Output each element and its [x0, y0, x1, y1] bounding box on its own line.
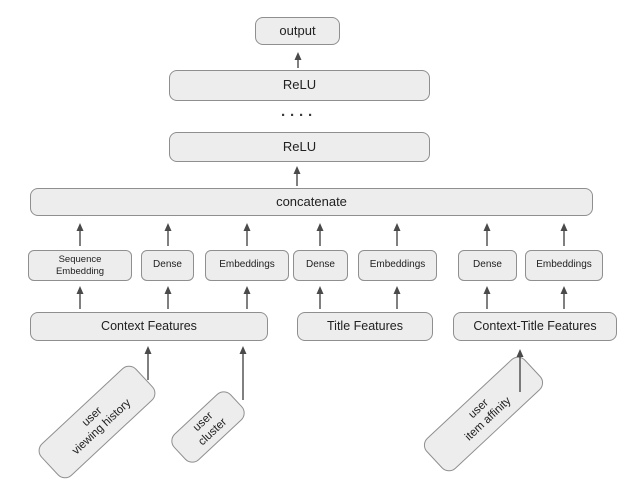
dense-node-context-title: Dense: [458, 250, 517, 281]
context-features-node: Context Features: [30, 312, 268, 341]
up-arrow: [316, 223, 324, 246]
user-item-affinity-node: user item affinity: [419, 352, 548, 476]
relu-lower-node: ReLU: [169, 132, 430, 162]
embeddings-node-context: Embeddings: [205, 250, 289, 281]
up-arrow: [164, 223, 172, 246]
up-arrow: [393, 223, 401, 246]
up-arrow: [393, 286, 401, 309]
up-arrow: [76, 223, 84, 246]
up-arrow: [560, 286, 568, 309]
up-arrow: [239, 346, 247, 400]
sequence-embedding-node: Sequence Embedding: [28, 250, 132, 281]
embeddings-node-context-title: Embeddings: [525, 250, 603, 281]
embeddings-node-title: Embeddings: [358, 250, 437, 281]
up-arrow: [560, 223, 568, 246]
up-arrow: [76, 286, 84, 309]
up-arrow: [483, 223, 491, 246]
up-arrow: [243, 286, 251, 309]
title-features-node: Title Features: [297, 312, 433, 341]
up-arrow: [164, 286, 172, 309]
relu-upper-node: ReLU: [169, 70, 430, 101]
up-arrow: [483, 286, 491, 309]
concatenate-node: concatenate: [30, 188, 593, 216]
up-arrow: [316, 286, 324, 309]
up-arrow: [293, 166, 301, 186]
dense-node-title: Dense: [293, 250, 348, 281]
up-arrow: [294, 52, 302, 68]
up-arrow: [144, 346, 152, 380]
user-viewing-history-node: user viewing history: [34, 361, 160, 483]
output-node: output: [255, 17, 340, 45]
hidden-layers-ellipsis: ····: [281, 107, 317, 124]
dense-node-context: Dense: [141, 250, 194, 281]
up-arrow: [243, 223, 251, 246]
user-cluster-node: user cluster: [167, 387, 249, 467]
context-title-features-node: Context-Title Features: [453, 312, 617, 341]
